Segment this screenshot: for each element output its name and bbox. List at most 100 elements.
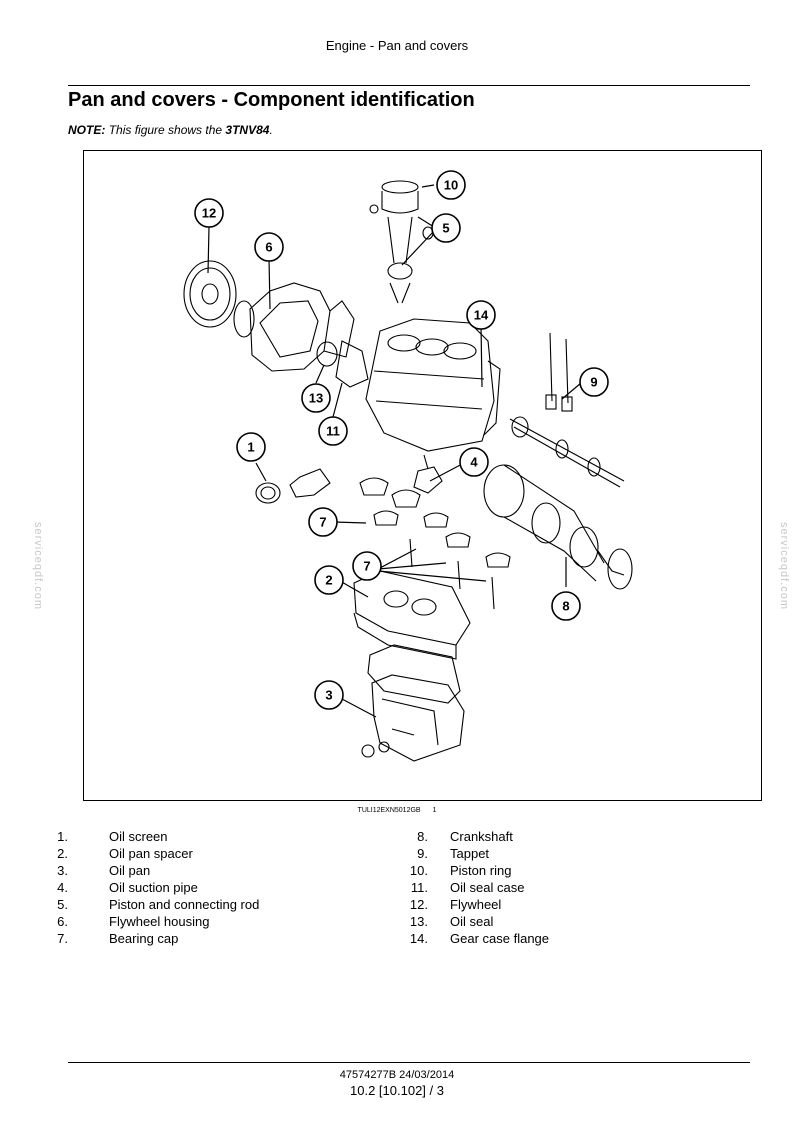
legend-number: 10. <box>409 863 428 878</box>
callout-circle <box>254 232 284 262</box>
callout-circle <box>579 367 609 397</box>
callout-4: 4 <box>459 447 489 477</box>
callout-circle <box>466 300 496 330</box>
legend-number: 5. <box>57 897 68 912</box>
callout-number: 14 <box>474 308 489 323</box>
callout-circle <box>314 565 344 595</box>
callout-number: 9 <box>590 375 597 390</box>
callout-8: 8 <box>551 591 581 621</box>
callout-7: 7 <box>352 551 382 581</box>
oil-seal-case-drawing <box>316 340 369 388</box>
callout-number: 1 <box>247 440 254 455</box>
footer-document-code: 47574277B 24/03/2014 <box>339 1069 455 1081</box>
callout-circle <box>459 447 489 477</box>
callout-10: 10 <box>436 170 466 200</box>
caption-number: 1 <box>432 807 437 814</box>
legend-number: 4. <box>57 880 68 895</box>
legend-label: Oil pan spacer <box>109 846 193 861</box>
note-end: . <box>269 123 273 137</box>
oil-pan-spacer-drawing <box>353 570 471 660</box>
legend-label: Flywheel <box>450 897 502 912</box>
piston-drawing <box>369 180 434 304</box>
callout-circle <box>236 432 266 462</box>
watermark-right: serviceqdf.com <box>777 522 790 610</box>
legend-label: Oil seal <box>450 914 494 929</box>
legend-number: 9. <box>417 846 428 861</box>
header-rule <box>68 85 750 86</box>
running-header: Engine - Pan and covers <box>325 38 469 53</box>
callout-6: 6 <box>254 232 284 262</box>
legend-label: Oil screen <box>109 829 168 844</box>
flywheel-drawing <box>183 260 255 338</box>
callout-number: 12 <box>202 206 216 221</box>
note-text: This figure shows the <box>108 123 223 137</box>
callout-number: 7 <box>319 515 326 530</box>
legend-number: 2. <box>57 846 68 861</box>
legend-label: Oil seal case <box>450 880 525 895</box>
callout-circle <box>436 170 466 200</box>
callout-number: 6 <box>265 240 272 255</box>
footer-rule <box>68 1062 750 1063</box>
legend-label: Bearing cap <box>109 931 179 946</box>
bearing-caps-drawing <box>359 477 511 610</box>
callout-circle <box>194 198 224 228</box>
callout-1: 1 <box>236 432 266 462</box>
callout-circle <box>301 383 331 413</box>
footer-page-number: 10.2 [10.102] / 3 <box>350 1083 444 1098</box>
legend-number: 13. <box>409 914 428 929</box>
cylinder-block-drawing <box>365 318 501 452</box>
note-model: 3TNV84 <box>225 123 270 137</box>
callout-circle <box>308 507 338 537</box>
callout-11: 11 <box>318 416 348 446</box>
callout-number: 10 <box>444 178 458 193</box>
oil-pan-drawing <box>361 644 465 762</box>
callout-number: 2 <box>325 573 332 588</box>
leader-lines <box>207 184 582 718</box>
callout-2: 2 <box>314 565 344 595</box>
callout-number: 3 <box>325 688 332 703</box>
legend-label: Crankshaft <box>450 829 513 844</box>
legend-label: Oil suction pipe <box>109 880 198 895</box>
legend-label: Oil pan <box>109 863 151 878</box>
figure-caption: TULI12EXN5012GB 1 <box>0 807 794 814</box>
legend-number: 3. <box>57 863 68 878</box>
callout-number: 7 <box>363 559 370 574</box>
legend-number: 11. <box>410 880 428 895</box>
note-label: NOTE: <box>68 123 106 137</box>
caption-code: TULI12EXN5012GB <box>357 807 421 814</box>
legend-number: 6. <box>57 914 68 929</box>
callout-number: 5 <box>442 221 449 236</box>
crankshaft-drawing <box>483 464 633 590</box>
callout-number: 8 <box>562 599 569 614</box>
flywheel-housing-drawing <box>249 282 355 372</box>
tappet-drawing <box>545 332 573 412</box>
legend-number: 14. <box>409 931 428 946</box>
callout-circle <box>551 591 581 621</box>
callout-number: 11 <box>326 424 340 439</box>
callout-circle <box>431 213 461 243</box>
callout-circle <box>318 416 348 446</box>
callout-13: 13 <box>301 383 331 413</box>
legend-label: Gear case flange <box>450 931 550 946</box>
callout-9: 9 <box>579 367 609 397</box>
legend-label: Tappet <box>450 846 490 861</box>
legend-label: Piston and connecting rod <box>109 897 260 912</box>
watermark-left: serviceqdf.com <box>31 522 44 610</box>
legend-number: 1. <box>57 829 68 844</box>
callout-circle <box>352 551 382 581</box>
legend-number: 12. <box>409 897 428 912</box>
callout-3: 3 <box>314 680 344 710</box>
callout-number: 13 <box>309 391 323 406</box>
legend-label: Flywheel housing <box>109 914 210 929</box>
callout-12: 12 <box>194 198 224 228</box>
callout-5: 5 <box>431 213 461 243</box>
page-title: Pan and covers - Component identificatio… <box>68 89 475 111</box>
figure-note: NOTE: This figure shows the 3TNV84. <box>68 123 273 137</box>
legend-label: Piston ring <box>450 863 512 878</box>
callout-circle <box>314 680 344 710</box>
callout-7: 7 <box>308 507 338 537</box>
callout-number: 4 <box>470 455 478 470</box>
oil-screen-drawing <box>255 454 443 504</box>
